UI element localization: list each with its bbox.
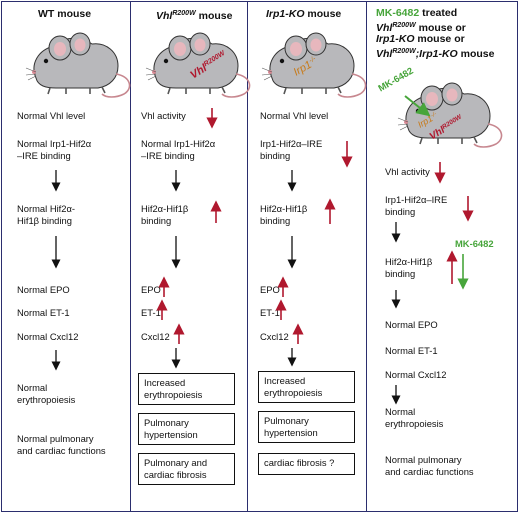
irp-title: Irp1-KO mouse [266, 8, 342, 20]
irp-item: Normal Vhl level [260, 110, 329, 121]
wt-item: –IRE binding [17, 150, 71, 161]
mk-item: binding [385, 206, 416, 217]
mk-title-line-4: VhlR200W;Irp1-KO mouse [376, 48, 495, 60]
wt-title: WT mouse [38, 8, 92, 20]
vhl-item: Hif2α-Hif1β [141, 203, 189, 214]
column-divider [366, 1, 367, 512]
vhl-item: Cxcl12 [141, 331, 170, 342]
mk-item: Vhl activity [385, 166, 430, 177]
irp-mouse-illustration [261, 32, 367, 98]
irp-item: Hif2α-Hif1β [260, 203, 308, 214]
irp-item: EPO [260, 284, 280, 295]
vhl-item: EPO [141, 284, 161, 295]
wt-item: Normal ET-1 [17, 307, 70, 318]
wt-mouse-illustration [25, 32, 131, 98]
mk-drug-arrow [404, 95, 431, 117]
irp-item: binding [260, 215, 291, 226]
mk-item: Normal [385, 406, 416, 417]
wt-item: and cardiac functions [17, 445, 106, 456]
wt-item: Hif1β binding [17, 215, 72, 226]
wt-item: Normal [17, 382, 48, 393]
vhl-item: Vhl activity [141, 110, 186, 121]
vhl-title: VhlR200W mouse [156, 10, 233, 22]
column-divider [130, 1, 131, 512]
mk-title-line-1: MK-6482 treated [376, 7, 458, 19]
wt-item: Normal Hif2α- [17, 203, 76, 214]
wt-item: Normal Irp1-Hif2α [17, 138, 92, 149]
wt-item: Normal Cxcl12 [17, 331, 79, 342]
vhl-item: ET-1 [141, 307, 161, 318]
mk-item: Irp1-Hif2α–IRE [385, 194, 448, 205]
irp-item: binding [260, 150, 291, 161]
vhl-item: Normal Irp1-Hif2α [141, 138, 216, 149]
mk-mouse-illustration [397, 82, 503, 148]
vhl-item: –IRE binding [141, 150, 195, 161]
irp-item: ET-1 [260, 307, 280, 318]
mk-item: Normal Cxcl12 [385, 369, 447, 380]
wt-item: Normal Vhl level [17, 110, 86, 121]
mk-title-line-2: VhlR200W mouse or [376, 22, 466, 34]
mk-drug-label-2: MK-6482 [455, 238, 494, 249]
vhl-item: binding [141, 215, 172, 226]
mk-item: Normal EPO [385, 319, 438, 330]
wt-item: erythropoiesis [17, 394, 76, 405]
irp-item: Irp1-Hif2α–IRE [260, 138, 323, 149]
irp-item: Cxcl12 [260, 331, 289, 342]
wt-item: Normal EPO [17, 284, 70, 295]
mk-item: erythropoiesis [385, 418, 444, 429]
mk-item: binding [385, 268, 416, 279]
mk-item: and cardiac functions [385, 466, 474, 477]
mk-item: Hif2α-Hif1β [385, 256, 433, 267]
mk-title-line-3: Irp1-KO mouse or [376, 33, 465, 45]
mk-item: Normal pulmonary [385, 454, 462, 465]
irp-outcome-box: cardiac fibrosis ? [258, 453, 355, 475]
mk-item: Normal ET-1 [385, 345, 438, 356]
wt-item: Normal pulmonary [17, 433, 94, 444]
column-divider [247, 1, 248, 512]
